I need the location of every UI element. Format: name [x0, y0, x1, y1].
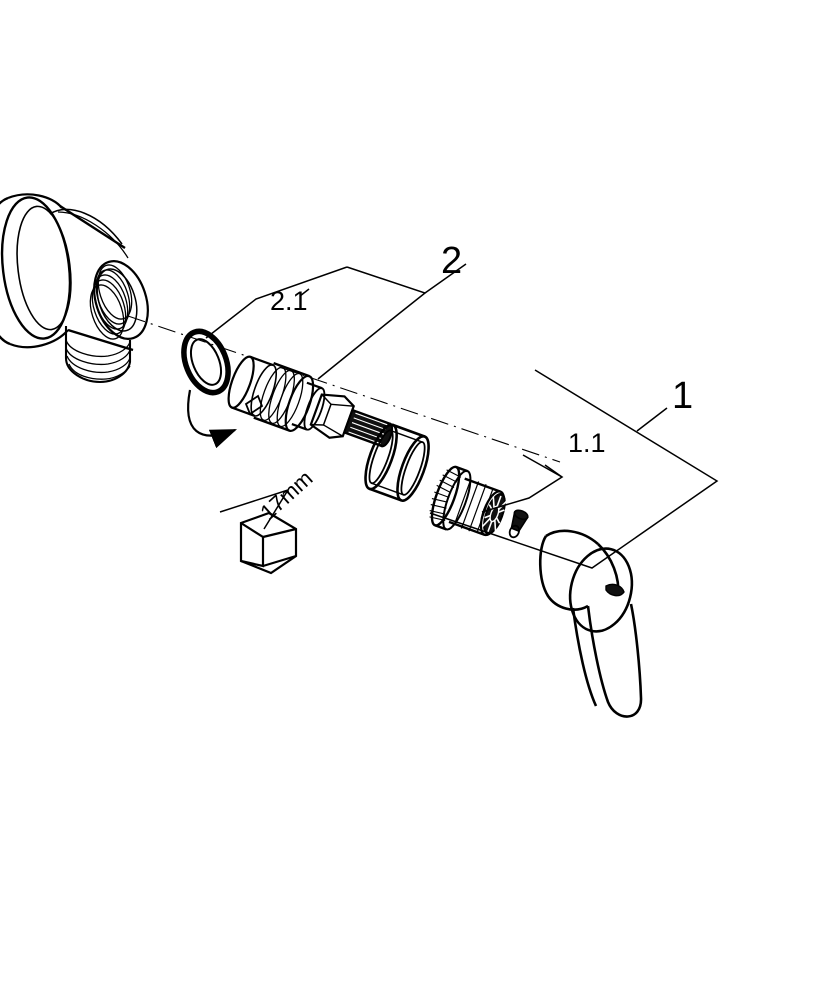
callout-bracket-1 — [429, 369, 719, 569]
o-ring — [181, 328, 231, 396]
knurled-adapter — [429, 465, 508, 537]
callout-bracket-2 — [317, 263, 467, 380]
callout-label-1: 1 — [672, 375, 694, 417]
grub-screw — [508, 509, 529, 539]
splined-socket — [481, 492, 508, 535]
escutcheon-sleeve — [364, 423, 430, 502]
wall-union-elbow — [0, 193, 149, 384]
assembly-arrow — [187, 389, 238, 449]
callout-label-2: 2 — [441, 240, 463, 282]
threaded-spigot — [64, 326, 132, 384]
callout-label-1-1: 1.1 — [568, 428, 606, 458]
splined-stem — [342, 408, 394, 448]
lever-handle — [538, 529, 643, 718]
callout-bracket-2-1 — [205, 266, 348, 339]
centre-axis — [127, 315, 561, 463]
knurl-teeth — [429, 469, 462, 521]
callout-bracket-1-1 — [481, 454, 564, 513]
internal-threads — [89, 264, 133, 340]
callout-label-2-1: 2.1 — [270, 286, 308, 316]
hex-nut-wrench-icon — [239, 511, 298, 575]
